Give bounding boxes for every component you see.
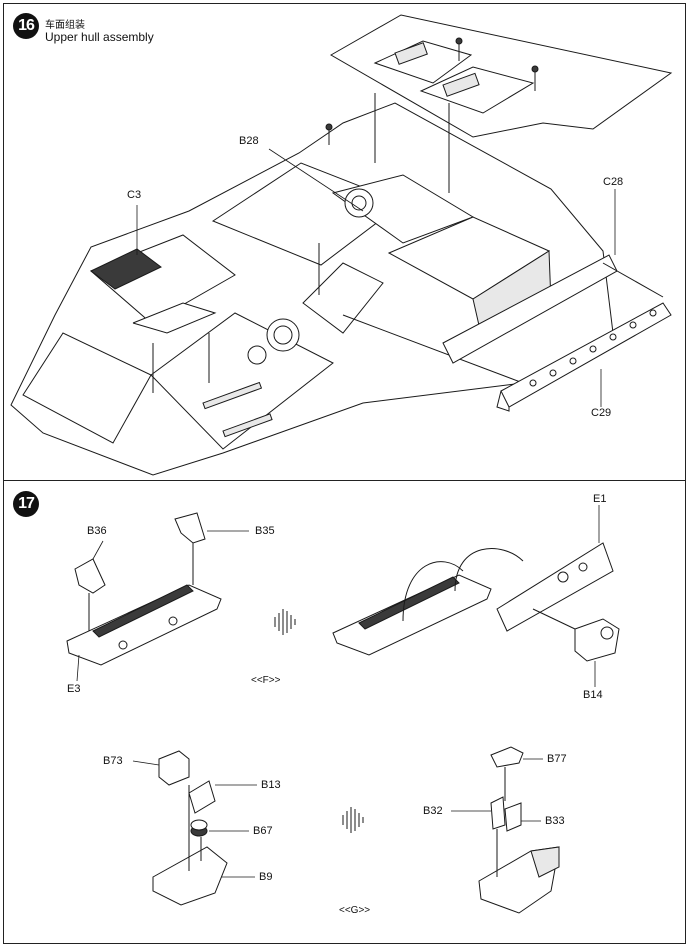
g-assembled-base (478, 829, 560, 914)
subassembly-f-label: <<F>> (251, 675, 281, 686)
step-17-drawing (66, 505, 620, 914)
arrow-g (342, 807, 364, 833)
part-label-b14: B14 (583, 689, 603, 701)
part-label-b67: B67 (253, 825, 273, 837)
part-label-b73: B73 (103, 755, 123, 767)
part-label-b35: B35 (255, 525, 275, 537)
top-deck-plate (329, 14, 673, 138)
part-label-c3: C3 (127, 189, 142, 201)
part-e3-beam (66, 584, 222, 666)
step-16-title-cn: 车面组装 (45, 20, 85, 31)
part-b36 (74, 558, 106, 631)
part-b32 (451, 796, 506, 830)
arrow-f (274, 609, 296, 635)
part-label-b77: B77 (547, 753, 567, 765)
part-b33 (504, 802, 541, 832)
upper-hull-drawing (10, 14, 673, 476)
part-b67 (190, 819, 249, 837)
part-b35 (174, 512, 206, 585)
part-b13 (188, 780, 257, 814)
step-17-panel: 17 (3, 481, 686, 944)
part-label-b9: B9 (259, 871, 273, 883)
part-e1 (496, 505, 614, 632)
page-frame (3, 3, 686, 944)
part-label-c29: C29 (591, 407, 612, 419)
step-17-badge: 17 (13, 491, 39, 517)
part-label-c28: C28 (603, 176, 624, 188)
part-label-e3: E3 (67, 683, 81, 695)
part-b77 (490, 746, 543, 801)
part-b73 (132, 750, 190, 786)
part-b9 (152, 785, 255, 906)
part-label-b36: B36 (87, 525, 107, 537)
f-assembled-beam (332, 548, 524, 656)
part-b14 (532, 608, 620, 687)
step-16-badge: 16 (13, 13, 39, 39)
part-label-b33: B33 (545, 815, 565, 827)
part-label-b28: B28 (239, 135, 259, 147)
side-rail-c29 (496, 262, 672, 412)
hull-body (10, 93, 614, 476)
part-label-b13: B13 (261, 779, 281, 791)
part-label-e1: E1 (593, 493, 607, 505)
part-label-b32: B32 (423, 805, 443, 817)
step-16-title-en: Upper hull assembly (45, 30, 154, 44)
step-16-panel: 16 车面组装 Upper hull assembly (3, 3, 686, 481)
subassembly-g-label: <<G>> (339, 905, 371, 916)
